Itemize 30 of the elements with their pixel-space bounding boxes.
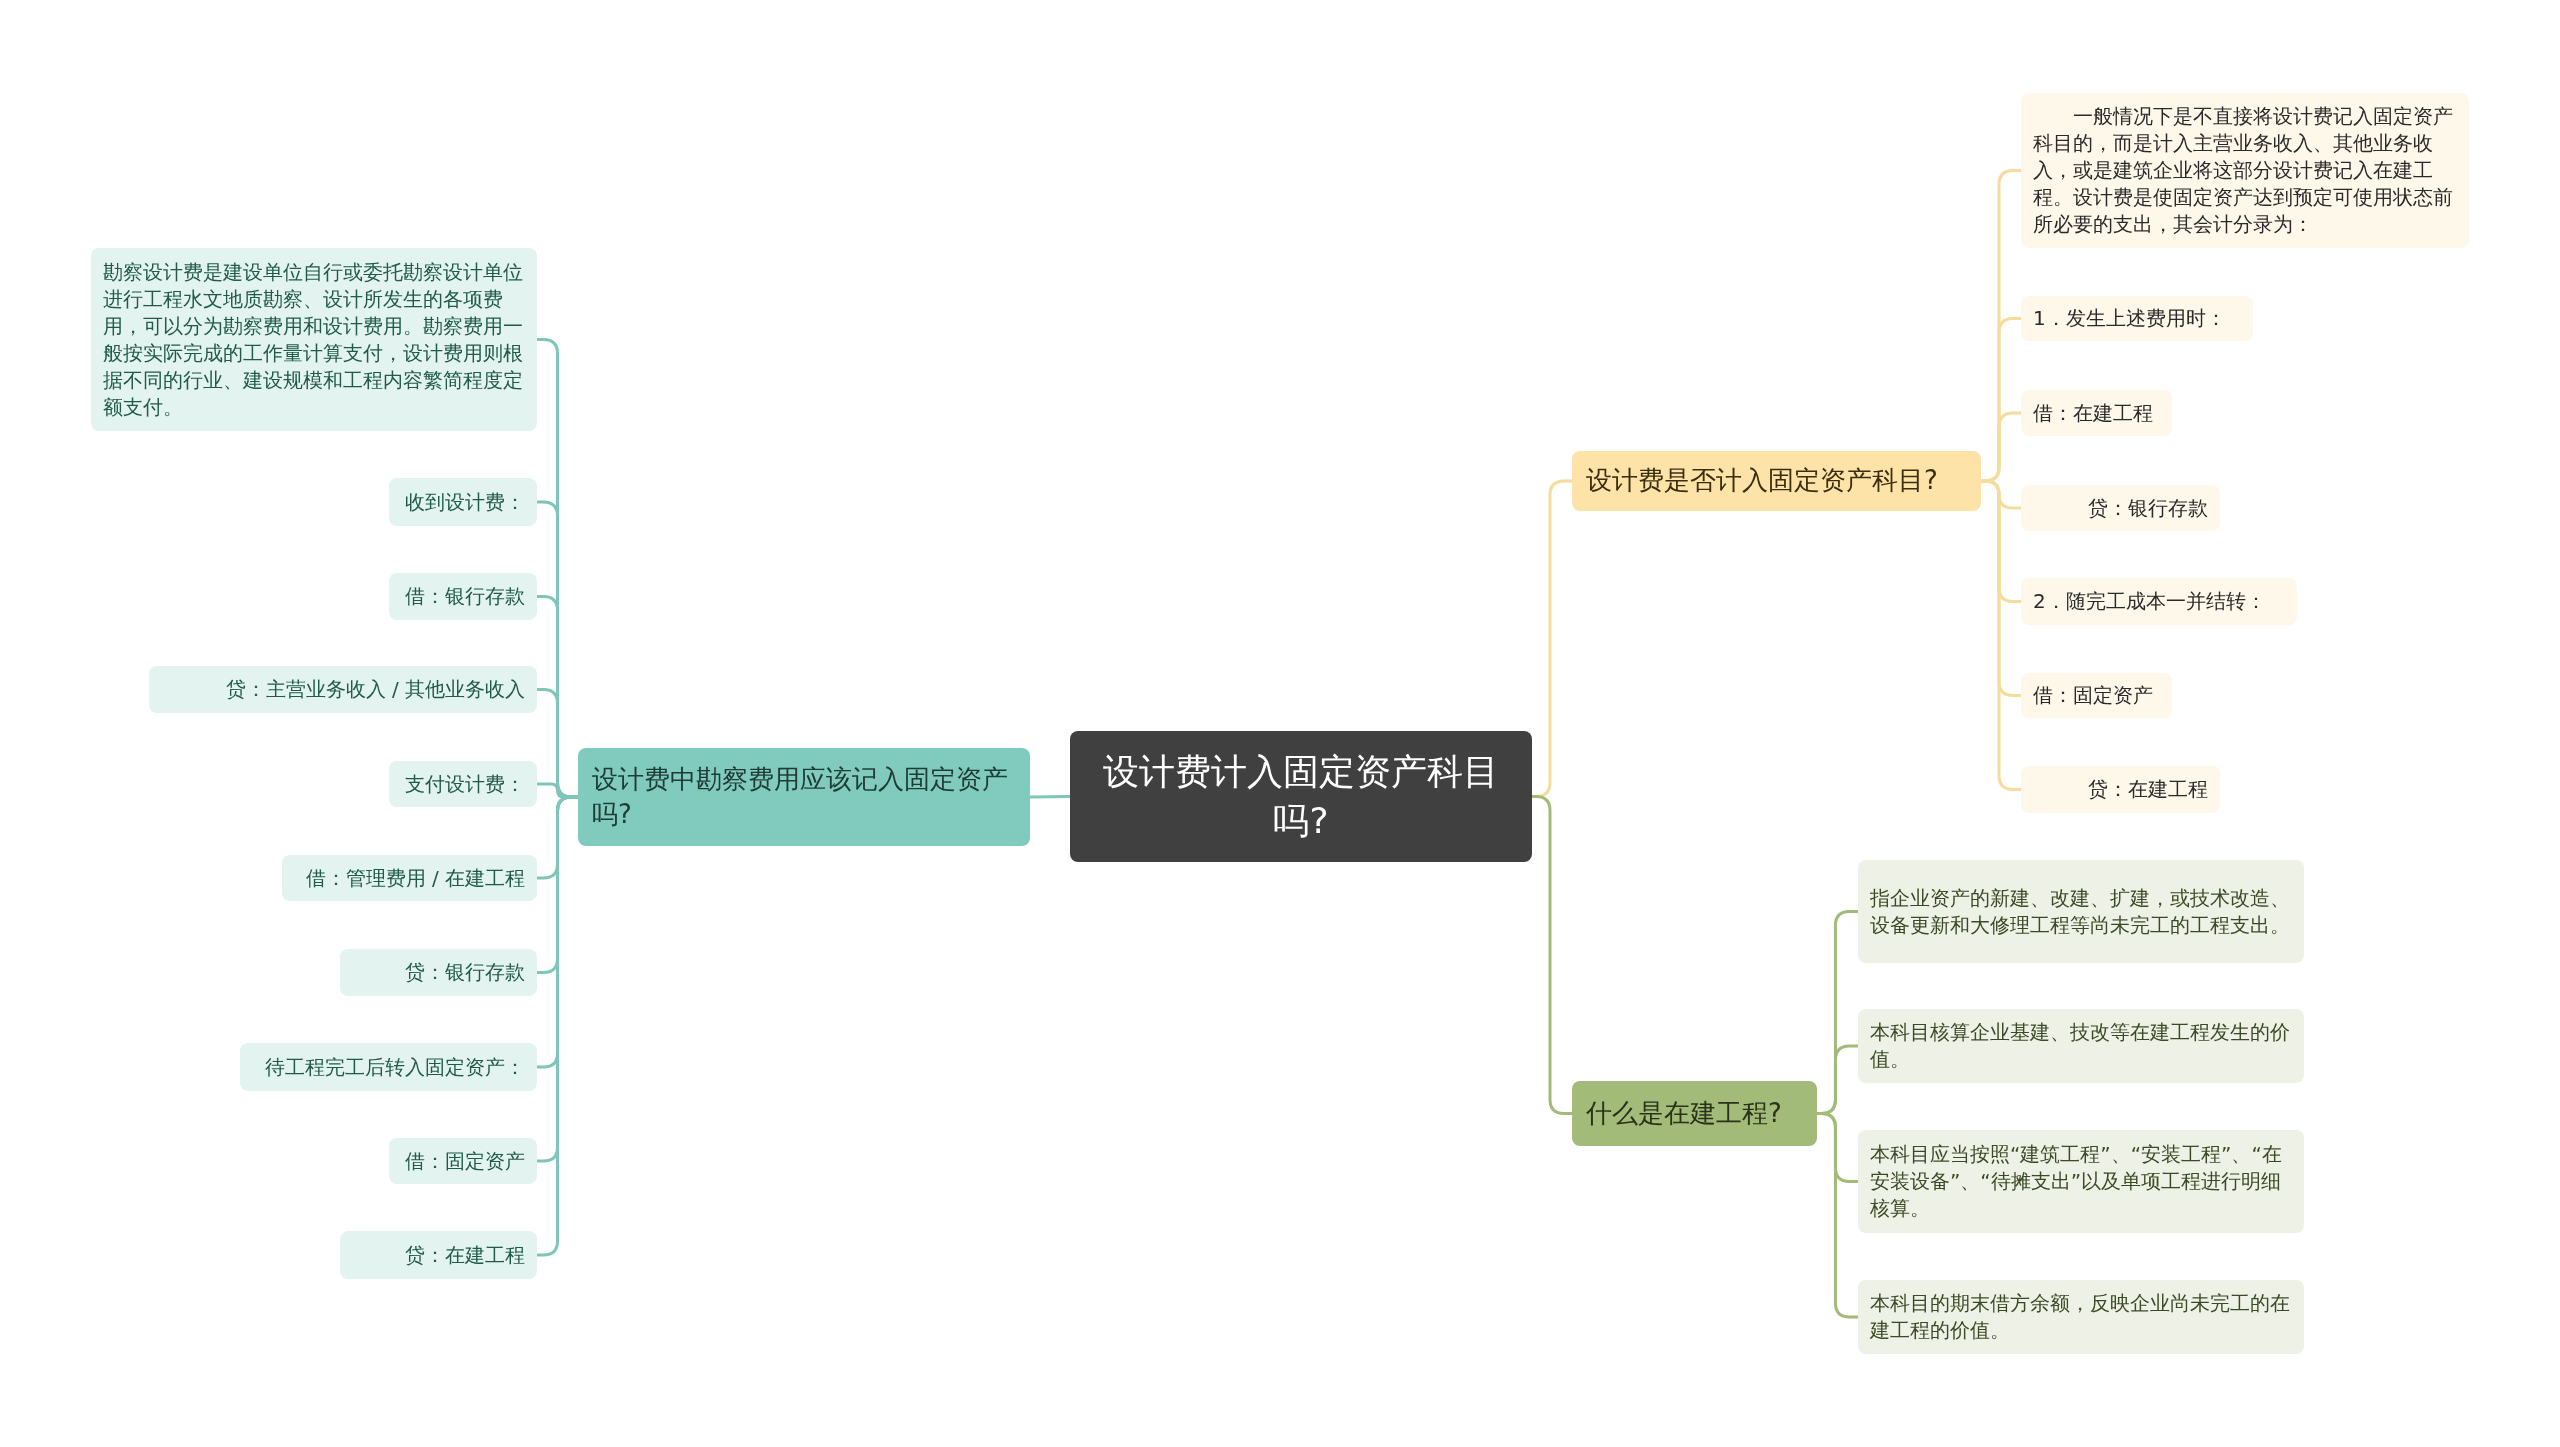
note-box: 借：固定资产 xyxy=(2021,673,2172,718)
connector-line xyxy=(1029,795,1071,799)
central-topic-box: 设计费计入固定资产科目吗? xyxy=(1070,731,1532,862)
connector-line xyxy=(1817,1112,1858,1319)
note-box: 本科目核算企业基建、技改等在建工程发生的价值。 xyxy=(1858,1009,2304,1083)
note-box: 1．发生上述费用时： xyxy=(2021,296,2253,341)
note-box: 借：管理费用 / 在建工程 xyxy=(282,855,537,901)
note-box: 一般情况下是不直接将设计费记入固定资产科目的，而是计入主营业务收入、其他业务收入，或是建筑企业将这部分设计费记入在建工程。设计费是使固定资产达到预定可使用状态前所必要的支出，其会计分录为： xyxy=(2021,93,2469,248)
connector-line xyxy=(1981,479,2021,791)
note-box: 贷：银行存款 xyxy=(2021,485,2220,531)
note-box: 指企业资产的新建、改建、扩建，或技术改造、设备更新和大修理工程等尚未完工的工程支出。 xyxy=(1858,860,2304,963)
note-box: 贷：在建工程 xyxy=(340,1231,537,1279)
note-box: 收到设计费： xyxy=(389,478,537,526)
note-box: 借：银行存款 xyxy=(389,573,537,620)
note-box: 借：在建工程 xyxy=(2021,390,2172,436)
topic-box: 设计费中勘察费用应该记入固定资产吗? xyxy=(578,748,1030,846)
note-box: 勘察设计费是建设单位自行或委托勘察设计单位进行工程水文地质勘察、设计所发生的各项费用，可以分为勘察费用和设计费用。勘察费用一般按实际完成的工作量计算支付，设计费用则根据不同的行业、建设规模和工程内容繁简程度定额支付。 xyxy=(91,248,537,431)
note-box: 贷：在建工程 xyxy=(2021,766,2220,813)
note-box: 贷：主营业务收入 / 其他业务收入 xyxy=(149,666,537,713)
connector-line xyxy=(537,795,578,1257)
note-box: 2．随完工成本一并结转： xyxy=(2021,578,2297,625)
topic-box: 设计费是否计入固定资产科目? xyxy=(1572,451,1981,511)
note-box: 本科目的期末借方余额，反映企业尚未完工的在建工程的价值。 xyxy=(1858,1280,2304,1354)
topic-box: 什么是在建工程? xyxy=(1572,1081,1817,1146)
note-box: 待工程完工后转入固定资产： xyxy=(240,1043,537,1091)
connector-line xyxy=(1532,795,1572,1115)
note-box: 支付设计费： xyxy=(389,761,537,807)
note-box: 借：固定资产 xyxy=(389,1138,537,1184)
note-box: 贷：银行存款 xyxy=(340,949,537,996)
note-box: 本科目应当按照“建筑工程”、“安装工程”、“在安装设备”、“待摊支出”以及单项工程进行明细核算。 xyxy=(1858,1130,2304,1233)
